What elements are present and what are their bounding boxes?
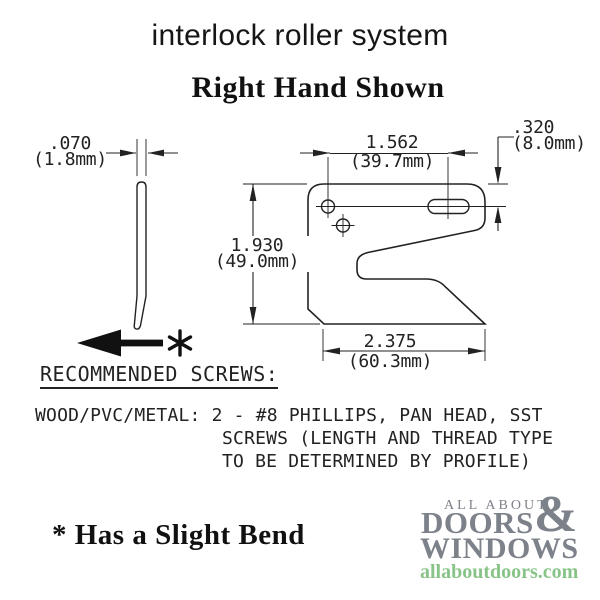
- dim-thickness-in: .070: [48, 133, 92, 154]
- dim-hole-to-slot: [300, 149, 478, 157]
- dim-height-mm: (49.0mm): [214, 251, 300, 272]
- dim-slot-offset: [488, 136, 514, 231]
- front-view-profile: [307, 157, 506, 325]
- logo-ampersand: &: [534, 486, 578, 543]
- dim-hole-to-slot-mm: (39.7mm): [349, 151, 435, 172]
- logo-windows-text: WINDOWS: [420, 532, 579, 565]
- recommended-screws-heading: RECOMMENDED SCREWS:: [40, 364, 279, 389]
- page-title: interlock roller system: [151, 19, 449, 52]
- logo-website-text: allaboutdoors.com: [420, 561, 579, 583]
- logo-doors-text: DOORS: [421, 505, 534, 540]
- logo-tagline: ALL ABOUT: [444, 498, 549, 513]
- screws-note-line-1: WOOD/PVC/METAL: 2 - #8 PHILLIPS, PAN HEA…: [35, 405, 543, 426]
- dim-label-height: 1.930 (49.0mm): [205, 236, 309, 272]
- dim-label-slot-offset: .320 (8.0mm): [512, 117, 600, 154]
- dim-length-mm: (60.3mm): [347, 351, 433, 372]
- dim-hole-to-slot-in: 1.562: [365, 132, 419, 153]
- orientation-subtitle: Right Hand Shown: [191, 71, 445, 104]
- dim-label-length: 2.375 (60.3mm): [330, 331, 450, 372]
- dim-length-in: 2.375: [363, 331, 417, 352]
- screws-note-line-2: SCREWS (LENGTH AND THREAD TYPE: [222, 428, 554, 449]
- dim-slot-offset-in: .320: [512, 117, 555, 138]
- screws-note-line-3: TO BE DETERMINED BY PROFILE): [222, 451, 532, 472]
- dim-length: [322, 329, 486, 361]
- bend-direction-arrow-icon: [77, 329, 163, 357]
- bend-footnote: * Has a Slight Bend: [52, 519, 305, 551]
- dim-thickness-mm: (1.8mm): [33, 149, 107, 170]
- asterisk-marker-icon: [167, 329, 193, 357]
- dim-label-thickness: .070 (1.8mm): [18, 133, 122, 170]
- dim-label-hole-to-slot: 1.562 (39.7mm): [332, 132, 452, 172]
- dim-slot-offset-mm: (8.0mm): [512, 133, 586, 154]
- side-view-profile: [106, 139, 178, 330]
- dim-height-in: 1.930: [230, 235, 284, 256]
